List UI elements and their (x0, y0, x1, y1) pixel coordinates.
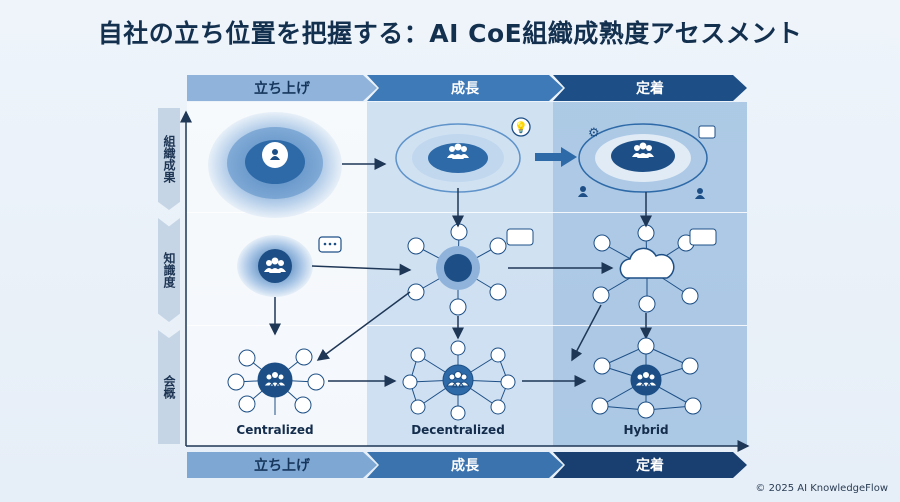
centralized-network (227, 348, 325, 415)
row-label-knowledge (158, 218, 180, 322)
stage-chevron-established: 定着 (553, 75, 747, 101)
decentralized-network (402, 340, 516, 421)
svg-text:💡: 💡 (514, 121, 528, 134)
growth-outcome-ripple: 💡 (395, 117, 531, 193)
hybrid-network (591, 337, 702, 419)
model-label-centralized: Centralized (236, 423, 314, 437)
stage-chevron-growth: 成長 (367, 452, 563, 478)
row-label-meeting-text: 会概 (162, 375, 176, 399)
row-label-knowledge-text: 知識度 (162, 252, 176, 288)
row-divider (187, 212, 747, 213)
flow-arrows-row1 (342, 147, 577, 170)
launch-knowledge-hub (237, 235, 342, 297)
row-label-meeting (158, 330, 180, 444)
established-knowledge-cloud (592, 224, 717, 313)
stage-header-bottom: 立ち上げ 成長 定着 (187, 452, 747, 478)
svg-text:⚙: ⚙ (588, 126, 600, 141)
row-label-outcomes (158, 108, 180, 210)
stage-chevron-launch: 立ち上げ (187, 452, 377, 478)
page-title: 自社の立ち位置を把握する：AI CoE組織成熟度アセスメント (97, 19, 803, 48)
stage-chevron-launch: 立ち上げ (187, 75, 377, 101)
model-label-decentralized: Decentralized (411, 423, 505, 437)
copyright-notice: © 2025 AI KnowledgeFlow (755, 483, 888, 494)
growth-knowledge-network (407, 223, 534, 316)
launch-outcome-ripple (208, 112, 342, 218)
stage-header-top: 立ち上げ 成長 定着 (187, 75, 747, 101)
stage-chevron-growth: 成長 (367, 75, 563, 101)
row-label-outcomes-text: 組織成果 (162, 135, 176, 183)
row-divider (187, 325, 747, 326)
stage-chevron-established: 定着 (553, 452, 747, 478)
flow-arrows-row2 (269, 188, 652, 362)
model-label-hybrid: Hybrid (623, 423, 669, 437)
established-outcome-ripple: ⚙ (578, 123, 716, 199)
